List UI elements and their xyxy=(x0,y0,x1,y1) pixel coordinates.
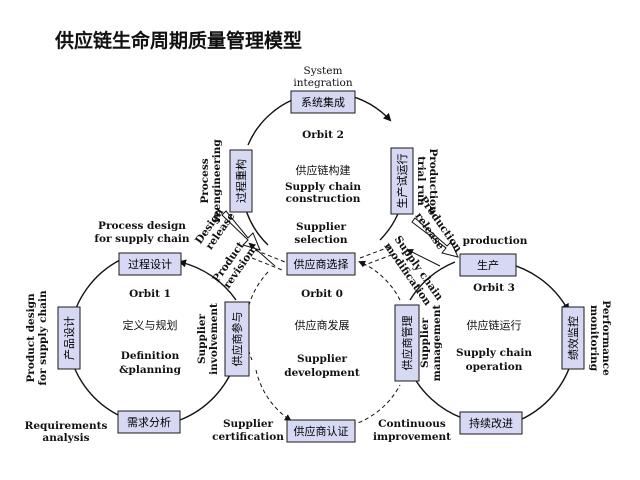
box-supplier-selection[interactable]: 供应商选择 xyxy=(286,252,356,276)
supply-chain-modification-arrow xyxy=(406,249,441,267)
orbit-1-en: Definition xyxy=(121,350,180,362)
product-design-label: for supply chain xyxy=(37,290,49,386)
box-continuous-improvement[interactable]: 持续改进 xyxy=(459,411,523,435)
supplier-certification-label: certification xyxy=(212,431,284,443)
orbit-2-en: Supply chain xyxy=(285,181,361,193)
box-label: 供应商参与 xyxy=(230,312,244,367)
design-release-arrow xyxy=(221,210,261,251)
box-process-reengineering[interactable]: 过程重构 xyxy=(229,149,253,213)
orbit-3-name: Orbit 3 xyxy=(473,282,515,294)
supplier-selection-label: selection xyxy=(294,234,347,246)
box-requirements-analysis[interactable]: 需求分析 xyxy=(117,410,181,434)
performance-monitoring-label: monitoring xyxy=(588,305,600,372)
system-integration-label: integration xyxy=(293,77,352,89)
process-design-label: Process design xyxy=(98,220,186,232)
box-label: 需求分析 xyxy=(127,415,171,429)
production-trial-run-label: Production xyxy=(427,148,439,214)
orbit-0-circle xyxy=(245,245,401,426)
supplier-involvement-label: involvement xyxy=(208,303,220,375)
orbit-0-en: development xyxy=(284,367,360,379)
orbit-0-en: Supplier xyxy=(297,353,348,365)
box-label: 产品设计 xyxy=(62,316,76,360)
box-label: 生产试运行 xyxy=(395,154,409,209)
orbit-2-en: construction xyxy=(286,193,361,205)
requirements-analysis-label: Requirements xyxy=(25,420,108,432)
product-revision-arrow xyxy=(248,242,276,267)
orbit-1-en: &planning xyxy=(119,364,182,376)
box-supplier-management[interactable]: 供应商管理 xyxy=(394,304,420,382)
orbit-1-cn: 定义与规划 xyxy=(123,318,178,332)
box-process-design[interactable]: 过程设计 xyxy=(118,252,182,276)
box-supplier-involvement[interactable]: 供应商参与 xyxy=(224,301,250,377)
box-label: 供应商管理 xyxy=(400,316,414,371)
performance-monitoring-label: Performance xyxy=(600,300,612,376)
product-design-label: Product design xyxy=(25,293,37,383)
process-reengineering-label: reengineering xyxy=(211,139,223,223)
requirements-analysis-label: analysis xyxy=(42,432,89,444)
system-integration-label: System xyxy=(304,65,343,77)
orbit-2-name: Orbit 2 xyxy=(302,129,344,141)
continuous-improvement-label: improvement xyxy=(373,431,451,443)
supplier-management-label: Supplier xyxy=(419,317,431,368)
continuous-improvement-label: Continuous xyxy=(378,418,446,430)
box-label: 绩效监控 xyxy=(566,316,580,360)
orbit-1-name: Orbit 1 xyxy=(129,288,171,300)
box-performance-monitoring[interactable]: 绩效监控 xyxy=(561,306,585,370)
orbit-0-cn: 供应商发展 xyxy=(295,318,350,332)
page-title: 供应链生命周期质量管理模型 xyxy=(54,29,302,52)
box-label: 供应商选择 xyxy=(294,257,349,271)
box-product-design[interactable]: 产品设计 xyxy=(57,306,81,370)
box-system-integration[interactable]: 系统集成 xyxy=(290,90,356,114)
supplier-certification-label: Supplier xyxy=(223,418,274,430)
orbit-3-en: operation xyxy=(466,361,523,373)
production-release-arrow xyxy=(411,217,459,258)
orbit-0-name: Orbit 0 xyxy=(301,288,343,300)
production-label: production xyxy=(463,235,528,247)
supplier-selection-label: Supplier xyxy=(296,221,347,233)
box-label: 持续改进 xyxy=(469,416,513,430)
box-supplier-certification[interactable]: 供应商认证 xyxy=(286,419,356,443)
orbit-3-en: Supply chain xyxy=(456,347,532,359)
box-label: 供应商认证 xyxy=(294,424,349,438)
process-reengineering-label: Process xyxy=(199,158,211,203)
box-label: 生产 xyxy=(477,258,499,272)
supplier-management-label: management xyxy=(431,305,443,382)
supplier-involvement-label: Supplier xyxy=(196,313,208,364)
process-design-label: for supply chain xyxy=(94,233,190,245)
box-label: 过程重构 xyxy=(234,159,248,203)
box-production[interactable]: 生产 xyxy=(459,253,517,277)
box-label: 过程设计 xyxy=(128,258,172,271)
production-trial-run-label: trial run xyxy=(415,156,427,206)
box-production-trial-run[interactable]: 生产试运行 xyxy=(390,147,414,215)
orbit-2-cn: 供应链构建 xyxy=(296,163,351,177)
box-label: 系统集成 xyxy=(301,95,345,109)
orbit-3-cn: 供应链运行 xyxy=(467,318,522,332)
